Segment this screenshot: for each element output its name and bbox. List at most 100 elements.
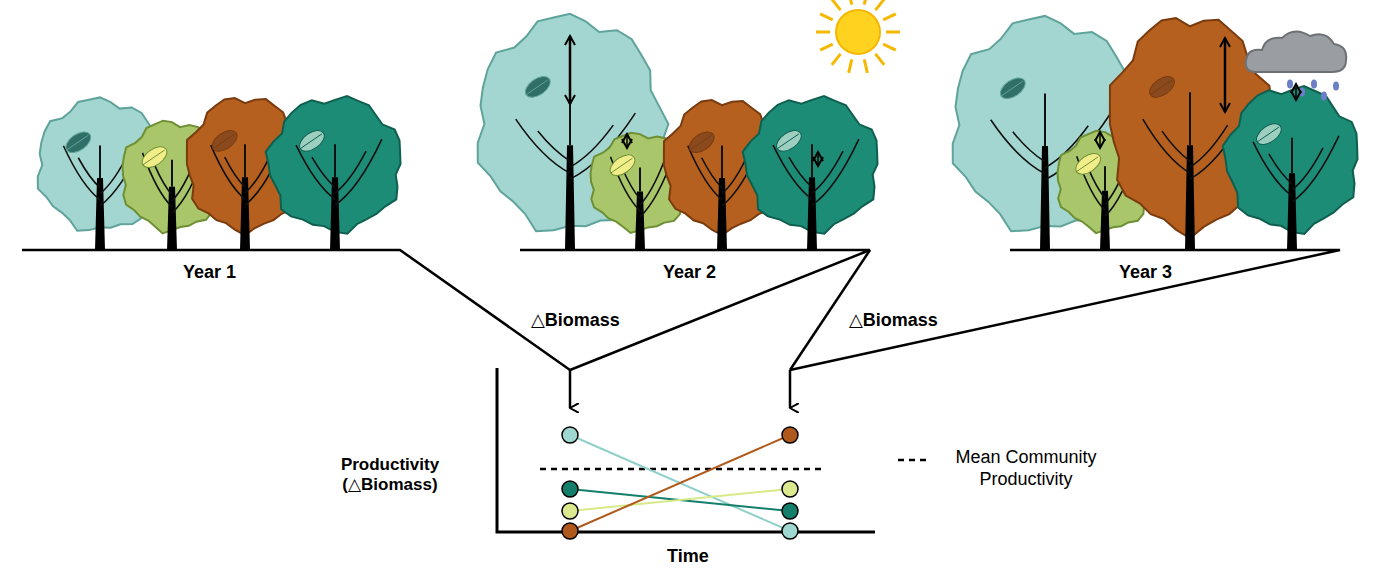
tree-trunk <box>807 177 817 250</box>
tree-branch <box>721 146 723 179</box>
leaf-vein <box>777 134 799 149</box>
tree-trunk <box>330 177 340 250</box>
tree-branch <box>1269 154 1292 184</box>
year-label: Year 1 <box>183 262 236 284</box>
tree-branch <box>335 139 382 205</box>
leaf-vein <box>300 134 322 149</box>
leaf-icon <box>62 128 94 157</box>
sun-ray <box>849 0 852 5</box>
tree-trunk <box>1287 173 1297 250</box>
sun-ray <box>864 0 867 5</box>
tree-branch <box>1292 148 1323 190</box>
leaf-icon <box>997 74 1029 103</box>
tree-branch <box>1143 119 1190 173</box>
leaf-vein <box>690 135 712 150</box>
tree-trunk <box>95 178 105 250</box>
rain-cloud <box>1246 31 1347 100</box>
tree <box>1223 86 1358 250</box>
tree-branch <box>812 151 843 193</box>
tree-branch <box>244 144 246 177</box>
year-label: Year 2 <box>663 262 716 284</box>
leaf-icon <box>1146 72 1178 101</box>
tree-branch <box>1104 166 1106 191</box>
tree-branch <box>335 151 366 193</box>
leaf-icon <box>606 151 638 180</box>
tree-branch <box>171 160 173 187</box>
sun-ray <box>864 59 867 73</box>
tree-branch <box>78 158 100 188</box>
leaf-icon <box>1072 149 1104 178</box>
sun-ray <box>820 14 833 20</box>
leaf-icon <box>773 126 805 155</box>
axis-title: Time <box>667 546 709 568</box>
sun-ray <box>816 31 830 34</box>
leaf-vein <box>1076 157 1098 172</box>
tree-branch <box>1253 142 1292 196</box>
leaf-vein <box>611 158 633 173</box>
leaf-icon <box>1253 120 1285 149</box>
leaf-icon <box>522 72 554 101</box>
year-label: Year 3 <box>1119 262 1172 284</box>
ground-lines <box>22 250 1340 408</box>
leaf-icon <box>209 126 241 155</box>
tree-branch <box>211 145 245 199</box>
tree-branch <box>1044 94 1046 147</box>
axis-title: Productivity (△Biomass) <box>320 455 460 496</box>
leaf-vein <box>1001 81 1023 96</box>
tree-branch <box>789 157 812 187</box>
chart <box>497 368 930 539</box>
tree-branch <box>811 144 813 177</box>
sun-ray <box>849 59 852 73</box>
tree <box>743 96 878 250</box>
tree-branch <box>1291 138 1293 174</box>
sun-ray <box>875 54 884 65</box>
tree-branch <box>312 157 335 187</box>
leaf-icon <box>138 143 170 172</box>
leaf-icon <box>686 128 718 157</box>
tree-branch <box>1162 131 1190 161</box>
legend-text: Mean Community Productivity <box>936 447 1116 490</box>
leaf-vein <box>143 150 165 165</box>
sun-ray <box>820 44 833 50</box>
tree-branch <box>1292 136 1339 202</box>
tree-branch <box>296 145 335 199</box>
tree-branch <box>63 146 100 200</box>
leaf-vein <box>1150 80 1172 95</box>
tree-trunk <box>240 177 250 250</box>
sun-ray <box>875 0 884 10</box>
tree-branch <box>516 119 570 173</box>
delta-label: △Biomass <box>846 310 941 332</box>
tree-branch <box>334 144 336 177</box>
tree-branch <box>639 168 641 192</box>
leaf-vein <box>66 135 88 150</box>
leaf-vein <box>526 80 548 95</box>
sun-ray <box>883 44 896 50</box>
tree-branch <box>640 163 664 205</box>
tree-branch <box>1013 132 1045 162</box>
tree-branch <box>812 139 859 205</box>
tree-trunk <box>717 178 727 250</box>
tree-branch <box>225 157 245 187</box>
delta-label: △Biomass <box>528 310 623 332</box>
tree-branch <box>99 146 101 179</box>
leaf-vein <box>1257 127 1279 142</box>
tree-branch <box>1088 168 1105 198</box>
tree-branch <box>991 120 1045 174</box>
tree-branch <box>538 131 570 161</box>
leaf-icon <box>296 126 328 155</box>
leaf-vein <box>213 134 235 149</box>
growth-arrows <box>570 36 1296 166</box>
tree-branch <box>155 165 173 195</box>
legend-sample <box>898 459 930 462</box>
sun-ray <box>886 31 900 34</box>
tree-branch <box>773 145 812 199</box>
sun-ray <box>883 14 896 20</box>
sun-ray <box>832 54 841 65</box>
tree-branch <box>702 158 722 188</box>
sun-icon <box>816 0 900 73</box>
tree-branch <box>688 146 722 200</box>
tree <box>266 96 401 250</box>
tree-branch <box>1189 92 1191 145</box>
tree <box>478 14 669 250</box>
